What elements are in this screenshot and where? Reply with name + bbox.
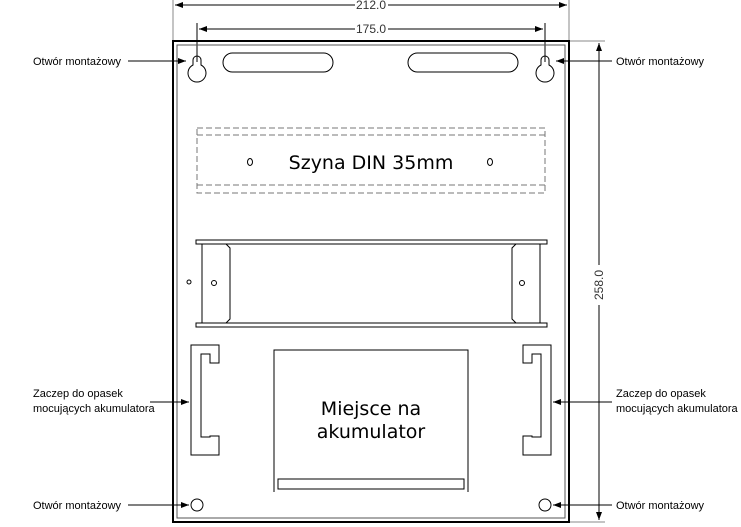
slot-left [222,52,334,73]
callout-mount-top-left: Otwór montażowy [33,56,186,68]
svg-text:Otwór montażowy: Otwór montażowy [33,500,122,512]
svg-text:Otwór montażowy: Otwór montażowy [33,56,122,68]
din-rail-label: Szyna DIN 35mm [289,152,454,174]
svg-text:Otwór montażowy: Otwór montażowy [616,500,705,512]
callout-strap-right: Zaczep do opasek mocujących akumulatora [553,388,739,415]
battery-label-line1: Miejsce na [321,398,421,420]
svg-text:Zaczep do opasek: Zaczep do opasek [616,388,706,400]
width-dimension: 212.0 [172,0,570,40]
svg-text:mocujących akumulatora: mocujących akumulatora [33,403,156,415]
height-value: 258.0 [592,270,606,300]
callout-strap-left: Zaczep do opasek mocujących akumulatora [33,388,189,415]
callout-mount-bottom-right: Otwór montażowy [553,500,705,512]
callout-mount-bottom-left: Otwór montażowy [33,500,189,512]
keyhole-right [535,55,555,83]
mount-hole-bottom-left [190,498,204,512]
hole-spacing-value: 175.0 [356,22,386,36]
hole-spacing-dimension: 175.0 [196,22,546,62]
battery-label-line2: akumulator [317,421,426,443]
height-dimension: 258.0 [569,40,606,523]
svg-text:Otwór montażowy: Otwór montażowy [616,56,705,68]
strap-clip-right [522,344,552,456]
callout-mount-top-right: Otwór montażowy [556,56,705,68]
svg-text:mocujących akumulatora: mocujących akumulatora [616,403,739,415]
mounting-bracket [186,239,548,328]
din-rail: Szyna DIN 35mm [196,127,546,194]
svg-text:Zaczep do opasek: Zaczep do opasek [33,388,123,400]
width-value: 212.0 [356,0,386,12]
enclosure-outline [172,40,570,523]
mount-hole-bottom-right [538,498,552,512]
slot-right [407,52,519,73]
keyhole-left [187,55,207,83]
strap-clip-left [190,344,220,456]
battery-area: Miejsce na akumulator [273,349,469,492]
